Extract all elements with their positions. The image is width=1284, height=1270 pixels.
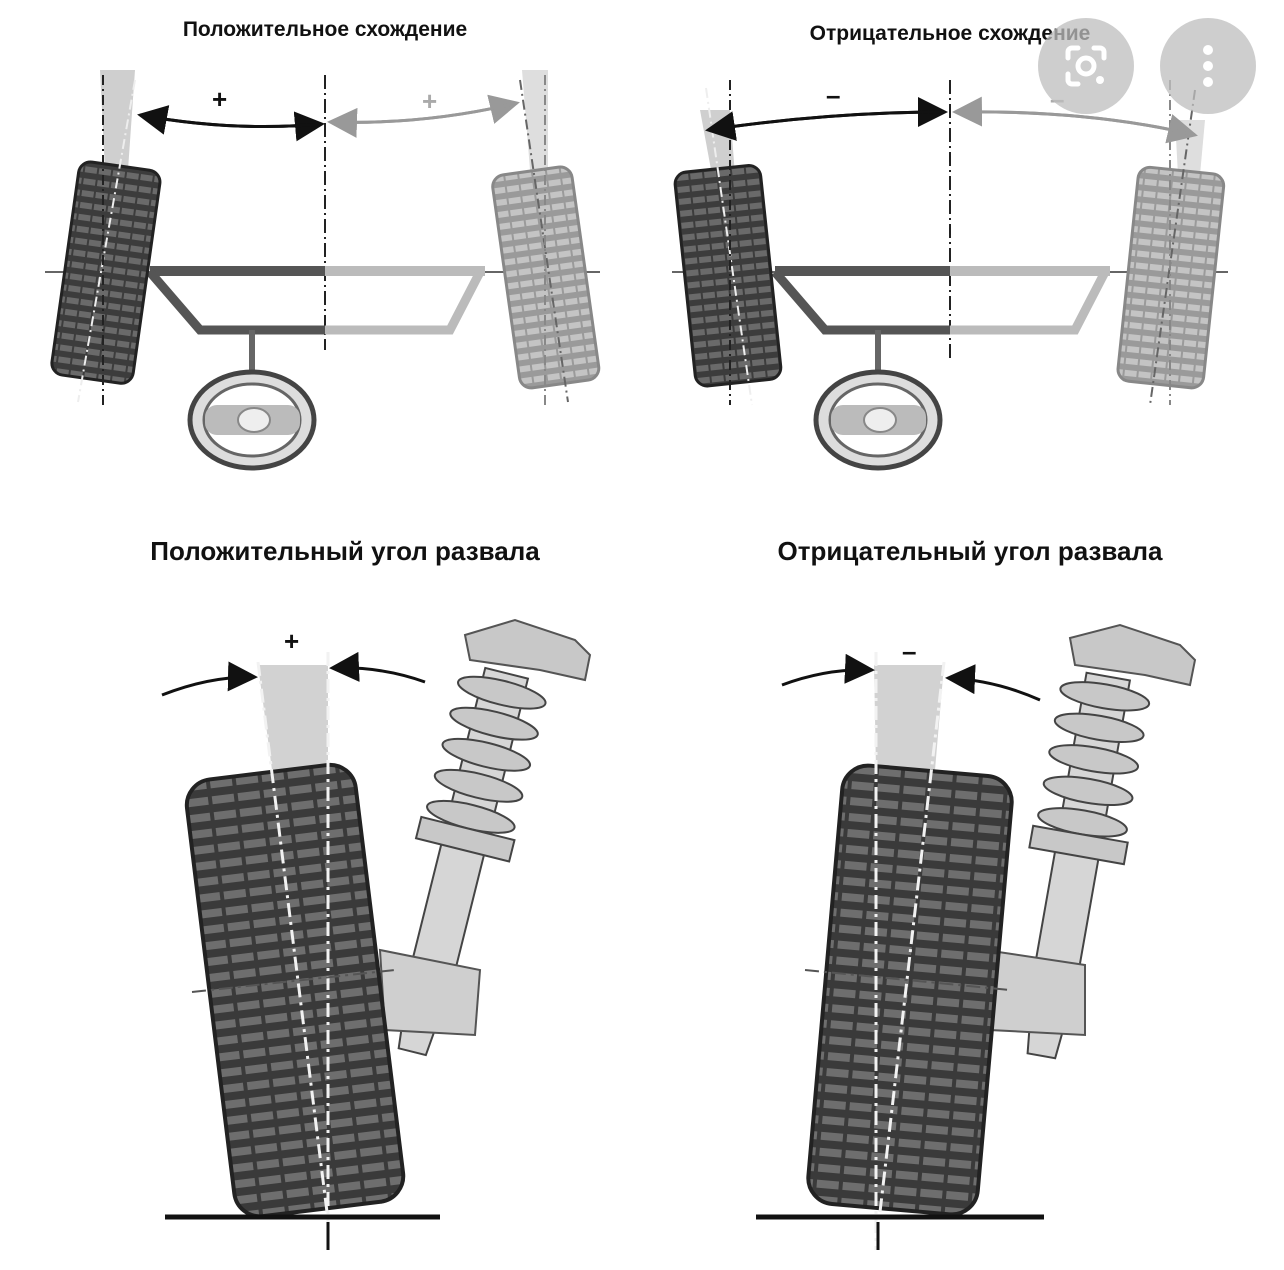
positive-toe-sign-left: + xyxy=(212,84,228,114)
negative-toe-diagram xyxy=(672,80,1228,471)
tie-rod xyxy=(150,266,325,276)
negative-camber-title: Отрицательный угол развала xyxy=(777,536,1163,566)
tie-rod xyxy=(775,266,950,276)
right-wheel-light xyxy=(1116,165,1226,390)
negative-toe-sign-left: – xyxy=(826,80,841,110)
strut-assembly xyxy=(983,623,1197,1060)
positive-camber-sign: + xyxy=(284,626,300,656)
positive-toe-sign-right: + xyxy=(422,86,438,116)
steering-wheel-icon xyxy=(813,369,943,471)
positive-camber-diagram xyxy=(161,618,592,1250)
tire-dark xyxy=(806,763,1014,1217)
steering-link xyxy=(771,269,950,335)
lens-search-button[interactable] xyxy=(1038,18,1134,114)
tire-dark xyxy=(184,762,406,1219)
wheel-beam xyxy=(522,70,548,170)
negative-camber-sign: – xyxy=(902,636,917,666)
camber-beam xyxy=(874,665,944,770)
positive-toe-diagram xyxy=(45,70,601,471)
positive-camber-title: Положительный угол развала xyxy=(150,536,540,566)
left-wheel-dark xyxy=(50,160,162,385)
left-wheel-dark xyxy=(673,163,783,388)
negative-toe-title: Отрицательное схождение xyxy=(809,22,1091,45)
wheel-beam xyxy=(100,70,135,170)
steering-wheel-icon xyxy=(187,369,317,471)
tie-rod xyxy=(325,266,485,276)
tie-rod xyxy=(950,266,1110,276)
more-options-button[interactable] xyxy=(1160,18,1256,114)
lens-search-icon xyxy=(1065,45,1107,87)
positive-toe-title: Положительное схождение xyxy=(182,18,468,41)
wheel-beam xyxy=(1175,120,1205,175)
steering-link xyxy=(146,269,325,335)
negative-camber-diagram xyxy=(756,623,1197,1250)
steering-link xyxy=(950,269,1109,335)
strut-assembly xyxy=(378,618,592,1057)
camber-beam xyxy=(258,665,328,770)
more-vertical-icon xyxy=(1203,45,1213,87)
steering-link xyxy=(325,269,484,335)
